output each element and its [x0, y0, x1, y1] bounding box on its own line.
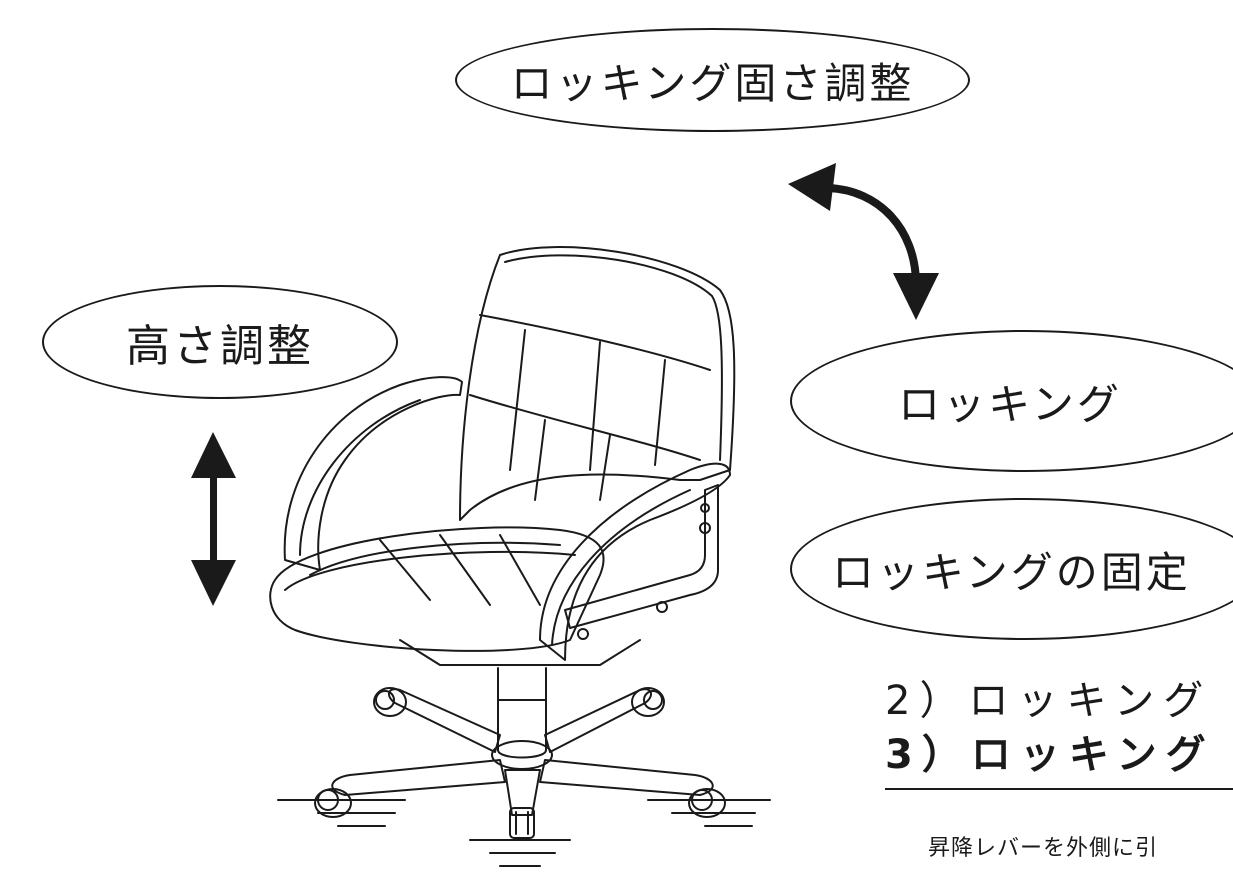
caster-back-right: [631, 687, 665, 717]
base-leg-back-right: [544, 688, 652, 753]
rocking-arrow: [788, 163, 939, 320]
base-leg-front-right: [539, 759, 714, 796]
label-rocking: ロッキング: [790, 330, 1233, 472]
armrest-right: [539, 462, 731, 661]
caster-center: [509, 807, 535, 839]
floor-lines-left: [277, 799, 406, 827]
label-rocking-lock-text: ロッキングの固定: [832, 547, 1191, 597]
divider: [885, 788, 1233, 790]
floor-lines-right: [647, 799, 771, 827]
base-leg-center: [504, 769, 541, 816]
caster-front-right: [688, 788, 726, 818]
backrest: [459, 246, 736, 521]
note-text: 昇降レバーを外側に引: [928, 836, 1159, 861]
caster-back-left: [373, 687, 407, 717]
seat-cushion: [269, 526, 605, 652]
floor-lines-center: [469, 839, 571, 867]
label-rocking-text: ロッキング: [898, 379, 1122, 429]
armrest-left: [283, 376, 463, 571]
seat-mechanism: [399, 639, 641, 666]
label-rocking-tension: ロッキング固さ調整: [455, 28, 970, 132]
base-leg-back-left: [388, 688, 501, 753]
label-rocking-lock: ロッキングの固定: [790, 498, 1233, 640]
list-item-2: 2）ロッキング: [885, 678, 1213, 724]
armrest-right-frame: [564, 484, 719, 629]
list-item-3: 3）ロッキング: [885, 732, 1215, 778]
label-height-adjust-text: 高さ調整: [126, 321, 314, 372]
label-rocking-tension-text: ロッキング固さ調整: [510, 58, 915, 108]
base-hub: [491, 740, 553, 770]
height-arrow: [191, 432, 236, 606]
gas-cylinder: [497, 667, 547, 759]
label-height-adjust: 高さ調整: [42, 285, 398, 399]
base-leg-front-left: [331, 759, 506, 796]
